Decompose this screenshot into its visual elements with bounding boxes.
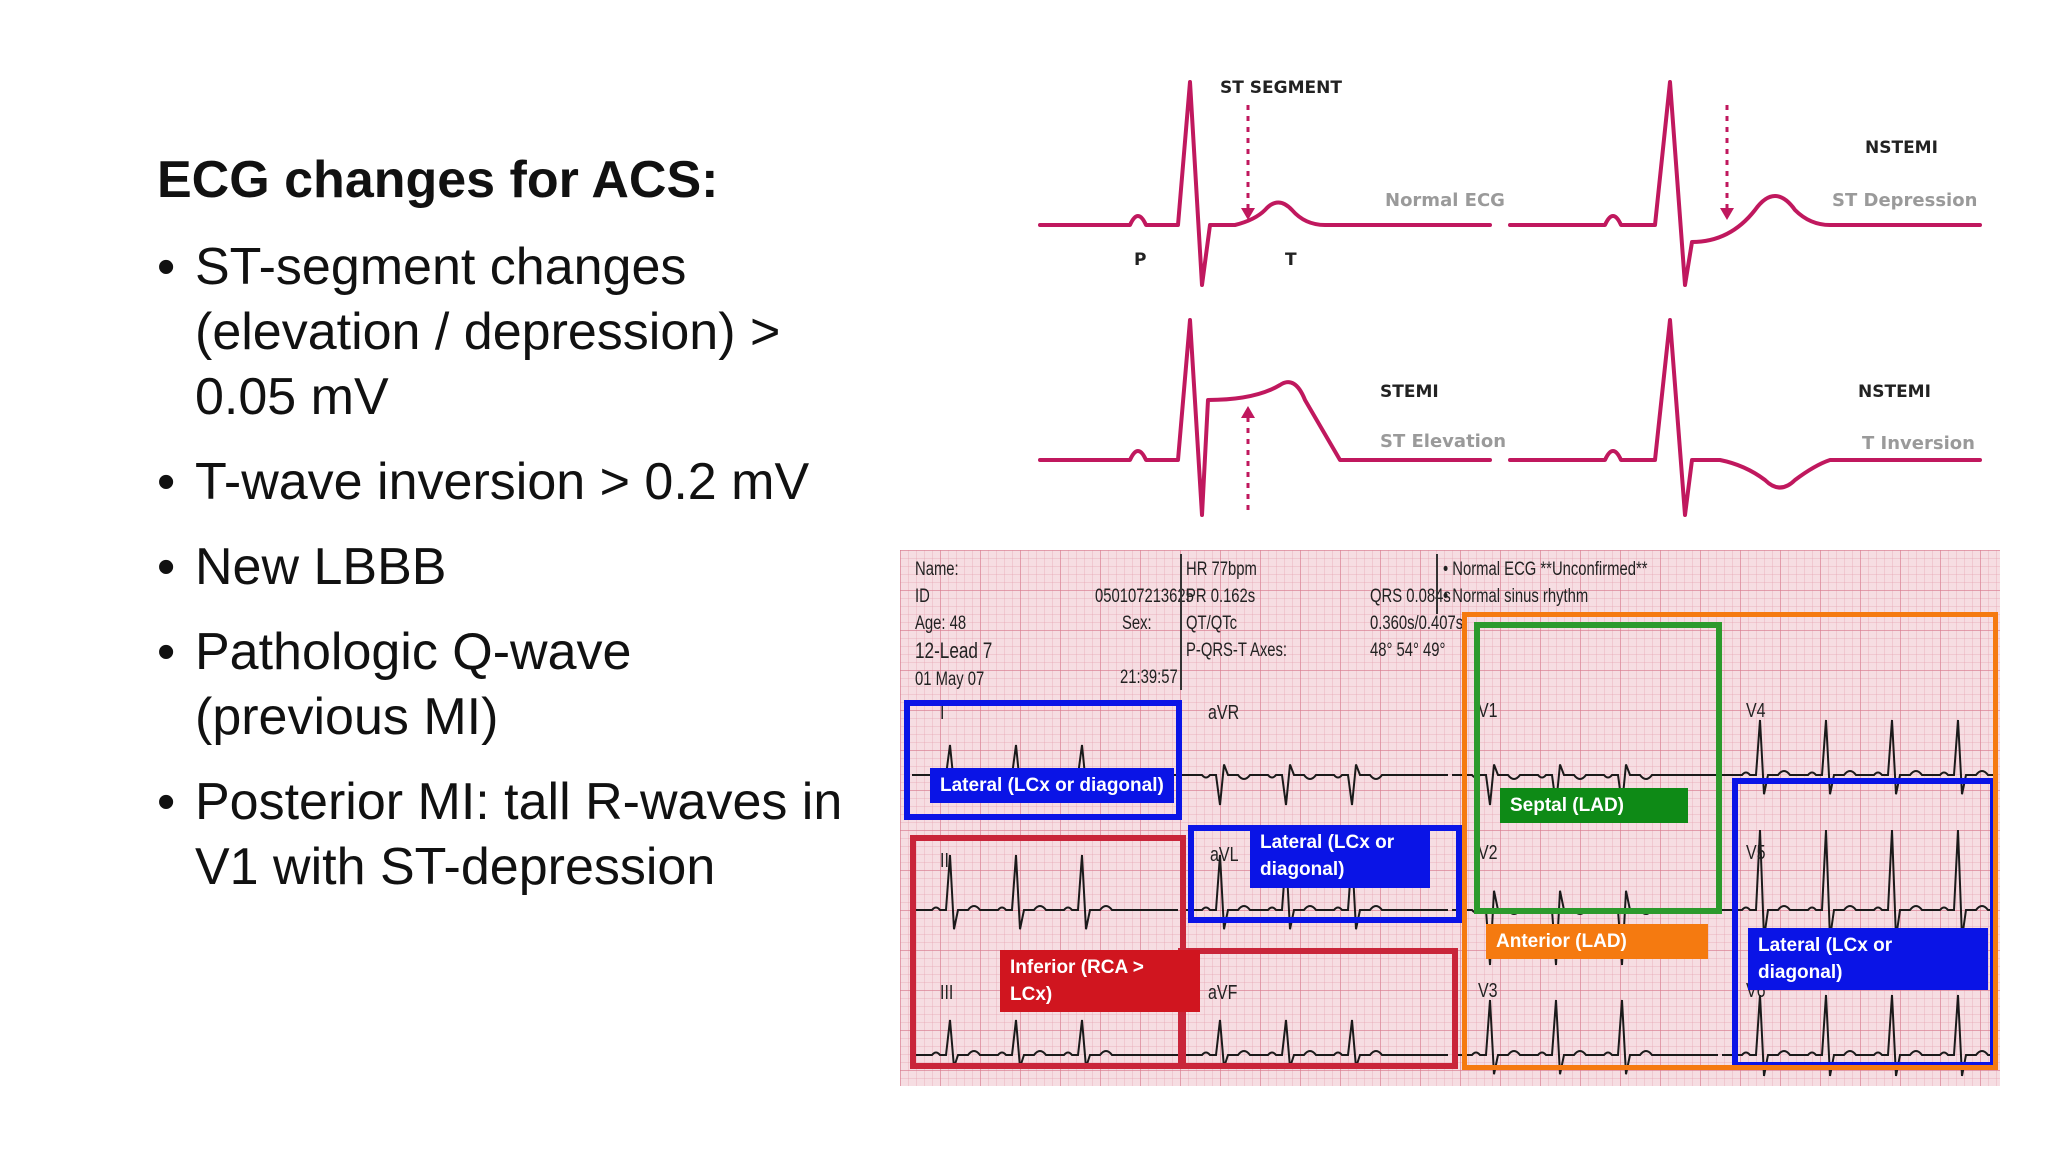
lead-trace	[1722, 829, 1995, 939]
lateral-label-1: Lateral (LCx or diagonal)	[930, 768, 1174, 803]
p-label: P	[1134, 250, 1146, 270]
nstemi-t-inversion-trace	[1508, 318, 1982, 517]
bullet-item: Pathologic Q-wave (previous MI)	[157, 620, 857, 750]
ecg-time: 21:39:57	[1120, 667, 1178, 688]
normal-header: ST SEGMENT	[1220, 78, 1342, 98]
ecg-qrs: QRS 0.084s	[1370, 586, 1451, 607]
lead-label-v3: V3	[1478, 980, 1498, 1002]
lead-trace	[1452, 764, 1718, 806]
lateral-label-3: Lateral (LCx or diagonal)	[1748, 928, 1988, 990]
lead-trace	[1182, 764, 1448, 806]
ecg-lead-type: 12-Lead 7	[915, 638, 993, 663]
twelve-lead-ecg: Name: ID Age: 48 12-Lead 7 01 May 07 050…	[900, 550, 2000, 1086]
lead-label-v1: V1	[1478, 700, 1498, 722]
lead-trace	[1452, 999, 1718, 1075]
lead-trace	[912, 854, 1178, 930]
slide-title: ECG changes for ACS:	[157, 151, 719, 209]
arrow-head-icon	[1720, 208, 1734, 220]
bullet-list: ST-segment changes (elevation / depressi…	[157, 235, 857, 920]
lead-label-v5: V5	[1746, 842, 1766, 864]
ecg-interpretation: • Normal ECG **Unconfirmed** • Normal si…	[1443, 556, 1648, 610]
t-label: T	[1285, 250, 1297, 270]
septal-label: Septal (LAD)	[1500, 788, 1688, 823]
ecg-id: ID	[915, 586, 930, 607]
bullet-item: ST-segment changes (elevation / depressi…	[157, 235, 857, 430]
lead-label-i: I	[940, 702, 945, 724]
lead-label-ii: II	[940, 850, 949, 872]
lead-label-avf: aVF	[1208, 982, 1238, 1004]
bullet-item: Posterior MI: tall R-waves in V1 with ST…	[157, 770, 857, 900]
ecg-header-left: Name: ID Age: 48 12-Lead 7 01 May 07	[915, 556, 992, 693]
ecg-interpretation-1: • Normal ECG **Unconfirmed**	[1443, 559, 1648, 580]
ecg-hr: HR 77bpm	[1186, 559, 1257, 580]
st-changes-diagram: ST SEGMENT P T NSTEMI STEMI NSTEMI Norma…	[1038, 78, 1982, 517]
anterior-label: Anterior (LAD)	[1486, 924, 1708, 959]
bullet-item: T-wave inversion > 0.2 mV	[157, 450, 857, 515]
anterior-region-box	[1462, 612, 1998, 1070]
ecg-header-divider	[1180, 554, 1182, 690]
nstemi-inversion-header: NSTEMI	[1858, 382, 1931, 402]
lead-trace	[1722, 994, 1995, 1077]
ecg-interpretation-2: • Normal sinus rhythm	[1443, 586, 1589, 607]
lead-label-iii: III	[940, 982, 954, 1004]
lead-label-v4: V4	[1746, 700, 1766, 722]
stemi-trace	[1038, 318, 1492, 517]
lateral-label-2: Lateral (LCx or diagonal)	[1250, 826, 1430, 888]
lateral-region-box-1	[904, 700, 1182, 820]
ecg-axes: P-QRS-T Axes:	[1186, 640, 1288, 661]
ecg-axes-value: 48° 54° 49°	[1370, 640, 1446, 661]
bullet-item: New LBBB	[157, 535, 857, 600]
arrow-head-icon	[1241, 406, 1255, 418]
lead-trace	[1722, 719, 1995, 795]
ecg-header-middle: HR 77bpm PR 0.162s QT/QTc P-QRS-T Axes:	[1186, 556, 1287, 664]
ecg-header-divider	[1436, 554, 1438, 614]
inferior-label: Inferior (RCA > LCx)	[1000, 950, 1200, 1012]
nstemi-st-depression-trace	[1508, 80, 1982, 287]
lead-trace	[1182, 1019, 1448, 1068]
normal-ecg-trace	[1038, 80, 1492, 287]
lead-label-avr: aVR	[1208, 702, 1240, 724]
lead-trace	[1182, 854, 1448, 930]
ecg-date: 01 May 07	[915, 669, 985, 690]
lead-label-avl: aVL	[1210, 844, 1239, 866]
ecg-name: Name:	[915, 559, 959, 580]
lead-label-v2: V2	[1478, 842, 1498, 864]
t-inversion-caption: T Inversion	[1862, 433, 1975, 454]
lead-trace	[912, 1019, 1178, 1068]
ecg-qt: QT/QTc	[1186, 613, 1238, 634]
inferior-region-box-ext	[1178, 948, 1458, 1069]
ecg-header-values: QRS 0.084s 0.360s/0.407s 48° 54° 49°	[1370, 583, 1463, 664]
stemi-header: STEMI	[1380, 382, 1439, 402]
ecg-qt-value: 0.360s/0.407s	[1370, 613, 1464, 634]
st-depression-caption: ST Depression	[1832, 190, 1977, 211]
st-elevation-caption: ST Elevation	[1380, 431, 1506, 452]
normal-caption: Normal ECG	[1385, 190, 1505, 211]
nstemi-header: NSTEMI	[1865, 138, 1938, 158]
ecg-sex: Sex:	[1122, 613, 1152, 634]
septal-region-box	[1474, 622, 1722, 914]
ecg-id-value: 050107213625	[1095, 586, 1194, 607]
ecg-pr: PR 0.162s	[1186, 586, 1256, 607]
arrow-head-icon	[1241, 208, 1255, 220]
ecg-age: Age: 48	[915, 613, 967, 634]
